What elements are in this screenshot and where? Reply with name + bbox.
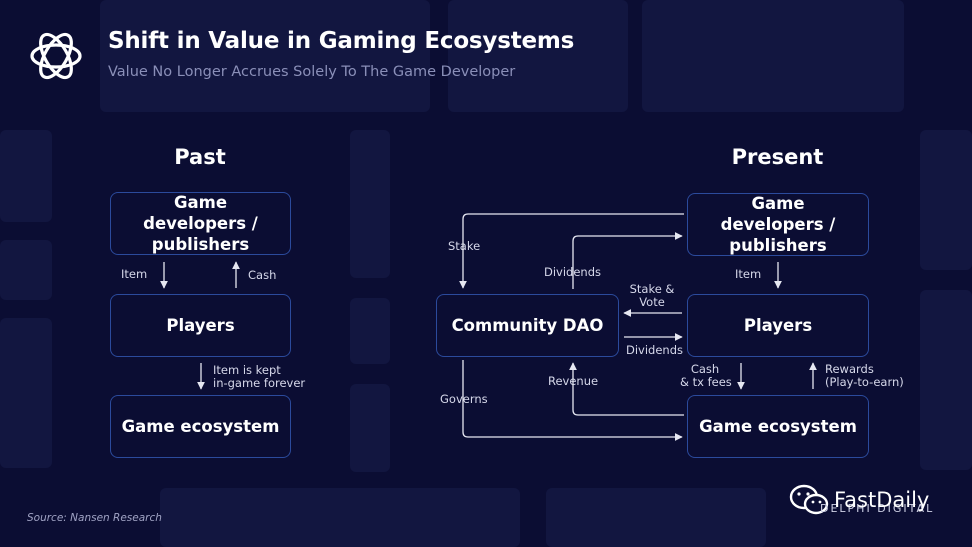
- watermark-subtext: DELPHI DIGITAL: [820, 502, 935, 515]
- present-stake-arrow: [459, 213, 684, 289]
- page-subtitle: Value No Longer Accrues Solely To The Ga…: [108, 64, 516, 80]
- background-tile: [350, 298, 390, 364]
- node-label: Community DAO: [451, 316, 604, 335]
- background-tile: [350, 384, 390, 472]
- node-label: Game ecosystem: [699, 417, 857, 436]
- background-tile: [350, 130, 390, 278]
- past-heading: Past: [174, 145, 226, 169]
- present-ecosystem-node: Game ecosystem: [687, 395, 869, 458]
- present-governs-label: Governs: [440, 392, 488, 406]
- present-rewards-label-2: (Play-to-earn): [825, 375, 904, 389]
- background-tile: [546, 488, 766, 547]
- source-note: Source: Nansen Research: [27, 512, 162, 524]
- background-tile: [100, 0, 430, 112]
- watermark-text: FastDaily: [834, 488, 930, 512]
- background-tile: [448, 0, 628, 112]
- background-tile: [920, 130, 972, 270]
- present-dividends-top-arrow: [572, 232, 683, 289]
- node-label: Game developers / publishers: [143, 193, 258, 254]
- present-rewards-label-1: Rewards: [825, 362, 874, 376]
- wechat-icon: [789, 484, 829, 515]
- background-tile: [642, 0, 904, 112]
- present-stake-label: Stake: [448, 239, 481, 253]
- background-tile: [160, 488, 520, 547]
- past-developers-node: Game developers / publishers: [110, 192, 291, 255]
- present-cash-label-1: Cash: [690, 362, 720, 376]
- present-cash-label-2: & tx fees: [680, 375, 732, 389]
- present-heading: Present: [731, 145, 824, 169]
- node-label: Game developers / publishers: [720, 194, 836, 255]
- past-players-node: Players: [110, 294, 291, 357]
- present-dao-node: Community DAO: [436, 294, 619, 357]
- past-cash-label: Cash: [248, 268, 277, 282]
- page-title: Shift in Value in Gaming Ecosystems: [108, 28, 575, 54]
- node-label: Players: [743, 316, 813, 335]
- node-label: Game ecosystem: [121, 417, 280, 436]
- present-revenue-arrow: [569, 362, 684, 416]
- past-item-label: Item: [121, 267, 148, 281]
- past-kept-label-1: Item is kept: [213, 363, 281, 377]
- present-developers-node: Game developers / publishers: [687, 193, 869, 256]
- present-stake-vote-label-1: Stake &: [629, 282, 675, 296]
- node-label: Players: [166, 316, 235, 335]
- present-governs-arrow: [462, 360, 683, 441]
- past-ecosystem-node: Game ecosystem: [110, 395, 291, 458]
- past-kept-label-2: in-game forever: [213, 376, 306, 390]
- background-tile: [920, 290, 972, 470]
- background-tile: [0, 130, 52, 222]
- present-players-node: Players: [687, 294, 869, 357]
- present-stake-vote-label-2: Vote: [639, 295, 665, 309]
- present-item-label: Item: [735, 267, 762, 281]
- delphi-logo-icon: [30, 32, 82, 80]
- background-tile: [0, 240, 52, 300]
- background-tile: [0, 318, 52, 468]
- present-dividends-mid-label: Dividends: [626, 343, 684, 357]
